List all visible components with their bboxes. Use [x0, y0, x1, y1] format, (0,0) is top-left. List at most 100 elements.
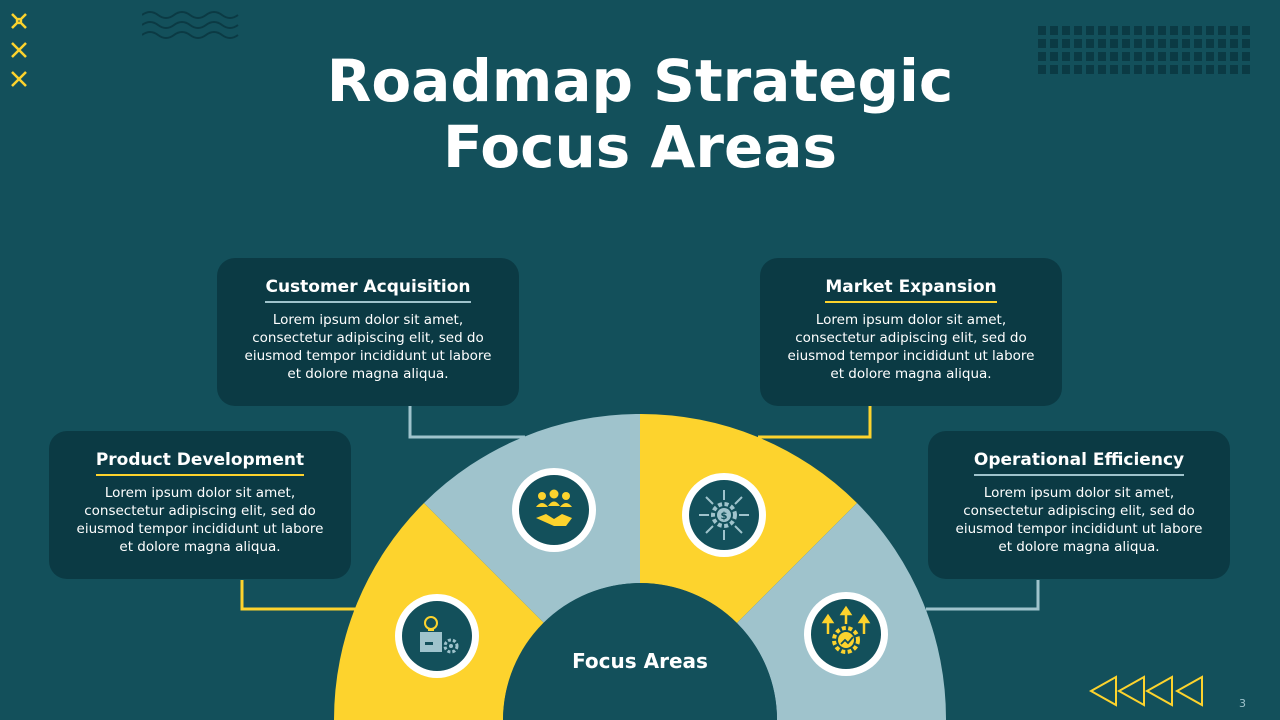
grid-cell	[1074, 26, 1082, 35]
grid-pattern-decoration	[1038, 26, 1250, 74]
card-text: Lorem ipsum dolor sit amet, consectetur …	[76, 485, 324, 555]
grid-cell	[1242, 39, 1250, 48]
grid-cell	[1134, 52, 1142, 61]
grid-cell	[1110, 65, 1118, 74]
grid-cell	[1218, 52, 1226, 61]
grid-cell	[1206, 26, 1214, 35]
card-market-expansion: Market Expansion Lorem ipsum dolor sit a…	[760, 258, 1062, 406]
grid-cell	[1062, 26, 1070, 35]
grid-cell	[1218, 65, 1226, 74]
grid-cell	[1086, 52, 1094, 61]
grid-cell	[1074, 39, 1082, 48]
grid-cell	[1170, 52, 1178, 61]
connector-customer-acquisition	[408, 406, 525, 439]
idea-box-gear-icon	[395, 594, 479, 678]
grid-cell	[1194, 26, 1202, 35]
grid-cell	[1062, 39, 1070, 48]
grid-cell	[1194, 65, 1202, 74]
grid-cell	[1230, 52, 1238, 61]
gear-growth-arrows-icon	[804, 592, 888, 676]
page-number: 3	[1239, 697, 1246, 710]
title-line-1: Roadmap Strategic	[326, 47, 954, 115]
grid-cell	[1110, 26, 1118, 35]
grid-cell	[1050, 39, 1058, 48]
card-customer-acquisition: Customer Acquisition Lorem ipsum dolor s…	[217, 258, 519, 406]
grid-cell	[1230, 39, 1238, 48]
grid-cell	[1050, 65, 1058, 74]
grid-cell	[1038, 65, 1046, 74]
grid-cell	[1110, 52, 1118, 61]
grid-cell	[1050, 26, 1058, 35]
grid-cell	[1206, 39, 1214, 48]
card-text: Lorem ipsum dolor sit amet, consectetur …	[955, 485, 1203, 555]
grid-cell	[1182, 26, 1190, 35]
grid-cell	[1182, 39, 1190, 48]
grid-cell	[1242, 26, 1250, 35]
grid-cell	[1098, 65, 1106, 74]
grid-cell	[1134, 26, 1142, 35]
grid-cell	[1086, 65, 1094, 74]
card-text: Lorem ipsum dolor sit amet, consectetur …	[787, 312, 1035, 382]
grid-cell	[1194, 52, 1202, 61]
grid-cell	[1146, 65, 1154, 74]
grid-cell	[1218, 26, 1226, 35]
card-title: Operational Efficiency	[973, 449, 1185, 476]
grid-cell	[1206, 52, 1214, 61]
card-title: Product Development	[95, 449, 305, 476]
grid-cell	[1146, 26, 1154, 35]
grid-cell	[1134, 65, 1142, 74]
page-title: Roadmap Strategic Focus Areas	[0, 48, 1280, 180]
grid-cell	[1158, 65, 1166, 74]
card-title: Market Expansion	[825, 276, 997, 303]
card-operational-efficiency: Operational Efficiency Lorem ipsum dolor…	[928, 431, 1230, 579]
grid-cell	[1242, 65, 1250, 74]
grid-cell	[1206, 65, 1214, 74]
card-text: Lorem ipsum dolor sit amet, consectetur …	[244, 312, 492, 382]
card-product-development: Product Development Lorem ipsum dolor si…	[49, 431, 351, 579]
grid-cell	[1134, 39, 1142, 48]
grid-cell	[1086, 39, 1094, 48]
grid-cell	[1170, 26, 1178, 35]
grid-cell	[1122, 65, 1130, 74]
grid-cell	[1062, 65, 1070, 74]
wave-decoration	[142, 11, 239, 39]
grid-cell	[1194, 39, 1202, 48]
grid-cell	[1098, 52, 1106, 61]
grid-cell	[1158, 26, 1166, 35]
grid-cell	[1038, 39, 1046, 48]
grid-cell	[1050, 52, 1058, 61]
card-title: Customer Acquisition	[265, 276, 471, 303]
grid-cell	[1146, 39, 1154, 48]
center-label: Focus Areas	[572, 649, 708, 673]
connector-product-development	[240, 580, 356, 611]
grid-cell	[1182, 52, 1190, 61]
grid-cell	[1170, 65, 1178, 74]
grid-cell	[1062, 52, 1070, 61]
grid-cell	[1218, 39, 1226, 48]
grid-cell	[1242, 52, 1250, 61]
grid-cell	[1098, 39, 1106, 48]
grid-cell	[1158, 52, 1166, 61]
grid-cell	[1098, 26, 1106, 35]
grid-cell	[1122, 39, 1130, 48]
grid-cell	[1122, 52, 1130, 61]
grid-cell	[1038, 26, 1046, 35]
svg-text:$: $	[721, 511, 728, 522]
grid-cell	[1146, 52, 1154, 61]
grid-cell	[1230, 65, 1238, 74]
grid-cell	[1122, 26, 1130, 35]
grid-cell	[1182, 65, 1190, 74]
grid-cell	[1038, 52, 1046, 61]
triangles-decoration	[1088, 675, 1203, 707]
grid-cell	[1074, 52, 1082, 61]
connector-market-expansion	[758, 406, 872, 439]
grid-cell	[1170, 39, 1178, 48]
grid-cell	[1158, 39, 1166, 48]
center-hub	[503, 583, 777, 720]
grid-cell	[1230, 26, 1238, 35]
connector-operational-efficiency	[926, 580, 1040, 611]
grid-cell	[1110, 39, 1118, 48]
team-handshake-icon	[512, 468, 596, 552]
